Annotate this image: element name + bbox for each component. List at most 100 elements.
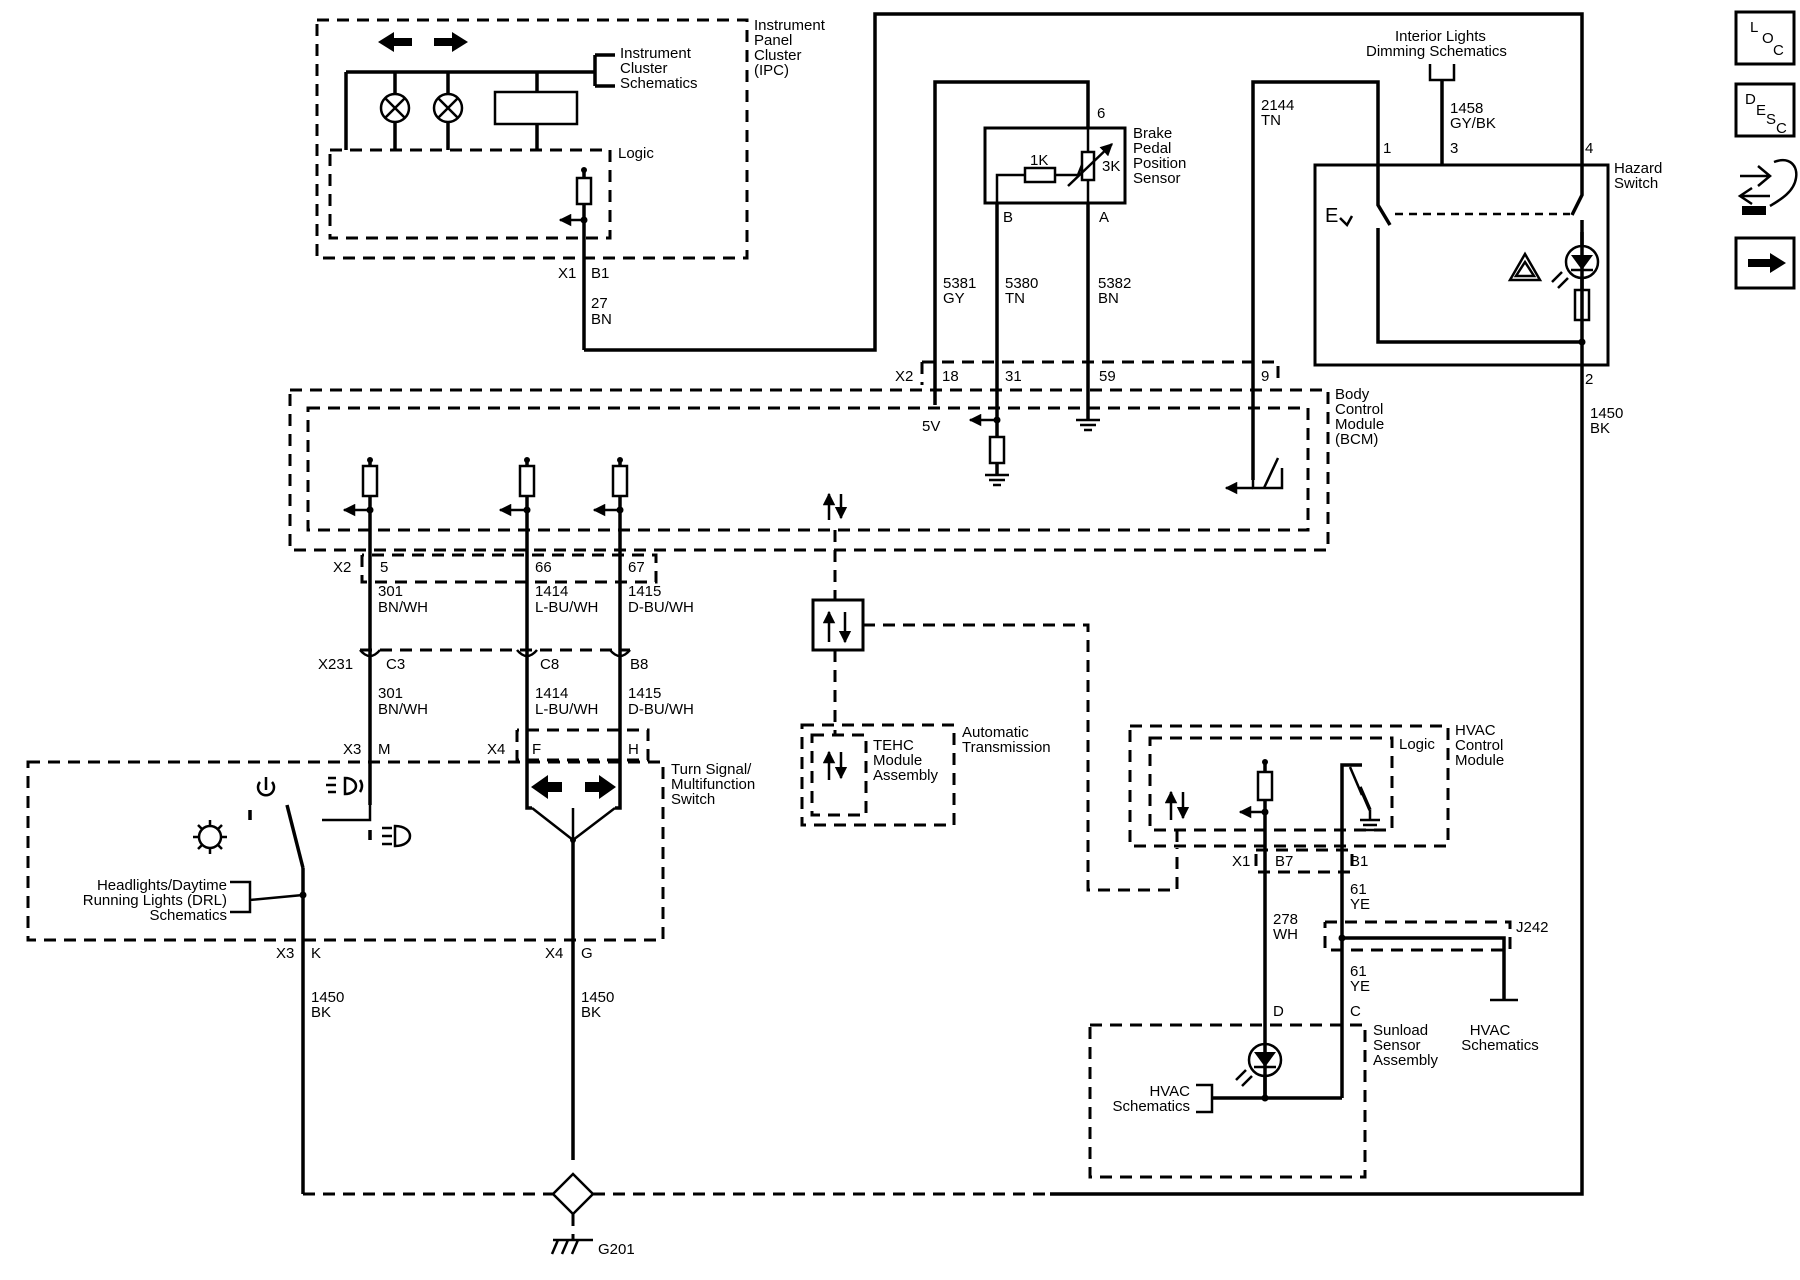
pullup-resistor-icon — [575, 176, 593, 206]
pin-label: 59 — [1099, 368, 1116, 385]
right-arrow-icon — [434, 32, 468, 52]
connector-label: X1 — [1232, 853, 1250, 870]
pin-label: 4 — [1585, 140, 1593, 157]
wire-number: 61 — [1350, 963, 1367, 980]
tehc-module: TEHC Module Assembly Automatic Transmiss… — [800, 530, 1179, 892]
pin-label: 1 — [1383, 140, 1391, 157]
wire-number: 1415 — [628, 685, 661, 702]
connector-label: X3 — [276, 945, 294, 962]
ipc-label: Cluster — [754, 47, 802, 64]
connector-label: X2 — [895, 368, 913, 385]
wire-number: 1414 — [535, 685, 568, 702]
drl-label: Headlights/Daytime — [97, 877, 227, 894]
wire-number: 5382 — [1098, 275, 1131, 292]
wire-color: GY — [943, 290, 965, 307]
wire-number: 5381 — [943, 275, 976, 292]
transmission-label: Transmission — [962, 739, 1051, 756]
hvac-label: HVAC — [1455, 722, 1496, 739]
hvac-schematics-label: HVAC — [1470, 1022, 1511, 1039]
wire-number: 1450 — [1590, 405, 1623, 422]
pin-label: 5 — [380, 559, 388, 576]
serial-data-icon — [811, 598, 865, 652]
wire-color: YE — [1350, 896, 1370, 913]
sensor-label: Brake — [1133, 125, 1172, 142]
location-button[interactable]: L O C — [1734, 10, 1796, 66]
chassis-ground-icon — [550, 1238, 593, 1255]
transmission-label: Automatic — [962, 724, 1029, 741]
tehc-label: TEHC — [873, 737, 914, 754]
wire-color: YE — [1350, 978, 1370, 995]
connector-label: X2 — [333, 559, 351, 576]
loc-letter: L — [1750, 19, 1758, 36]
pin-label: F — [532, 741, 541, 758]
wire-color: BN — [591, 311, 612, 328]
pin-label: A — [1099, 209, 1109, 226]
ipc-schematics-label: Instrument — [620, 45, 692, 62]
low-beam-icon — [326, 776, 364, 796]
pin-label: 18 — [942, 368, 959, 385]
wire-number: 5380 — [1005, 275, 1038, 292]
ipc-label: (IPC) — [754, 62, 789, 79]
wire-color: WH — [1273, 926, 1298, 943]
connector-label: X4 — [487, 741, 505, 758]
wire-number: 2144 — [1261, 97, 1294, 114]
switch-label: Turn Signal/ — [671, 761, 752, 778]
ground-icon — [1360, 810, 1380, 832]
switch-label: Multifunction — [671, 776, 755, 793]
connector-label: X4 — [545, 945, 563, 962]
splice-label: J242 — [1516, 919, 1549, 936]
drl-label: Schematics — [149, 907, 227, 924]
bcm-input-67 — [592, 457, 629, 660]
interior-lights-label: Dimming Schematics — [1366, 43, 1507, 60]
hvac-label: Control — [1455, 737, 1503, 754]
wire-color: BN/WH — [378, 701, 428, 718]
pin-label: 31 — [1005, 368, 1022, 385]
bcm-label: Control — [1335, 401, 1383, 418]
body-control-module: Body Control Module (BCM) X2 18 31 59 9 … — [288, 360, 1384, 660]
wire-number: 301 — [378, 583, 403, 600]
resistor-icon — [1023, 166, 1057, 184]
wire-color: BK — [311, 1004, 331, 1021]
pin-label: B1 — [591, 265, 609, 282]
connector-label: X231 — [318, 656, 353, 673]
sunload-label: Sunload — [1373, 1022, 1428, 1039]
bcm-label: Body — [1335, 386, 1370, 403]
hvac-schematics-label: HVAC — [1149, 1083, 1190, 1100]
voltage-label: 5V — [922, 418, 940, 435]
pin-label: 67 — [628, 559, 645, 576]
pin-label: B — [1003, 209, 1013, 226]
logic-label: Logic — [618, 145, 654, 162]
switch-label: Switch — [671, 791, 715, 808]
bcm-label: (BCM) — [1335, 431, 1378, 448]
wire-number: 301 — [378, 685, 403, 702]
connector-icon[interactable] — [1737, 159, 1798, 215]
pin-label: C8 — [540, 656, 559, 673]
hazard-label: Hazard — [1614, 160, 1662, 177]
right-arrow-icon — [1748, 253, 1786, 273]
wire-number: 1458 — [1450, 100, 1483, 117]
wire-color: GY/BK — [1450, 115, 1496, 132]
brake-pedal-position-sensor: Brake Pedal Position Sensor 6 B A 1K 3K … — [933, 80, 1186, 420]
next-page-button[interactable] — [1734, 236, 1796, 290]
wire-color: BK — [581, 1004, 601, 1021]
sensor-label: Sensor — [1133, 170, 1181, 187]
wire-color: BN — [1098, 290, 1119, 307]
wire-color: L-BU/WH — [535, 701, 598, 718]
wire-color: L-BU/WH — [535, 599, 598, 616]
tehc-label: Assembly — [873, 767, 939, 784]
sensor-label: Position — [1133, 155, 1186, 172]
hvac-schematics-label: Schematics — [1112, 1098, 1190, 1115]
description-button[interactable]: D E S C — [1734, 82, 1796, 138]
wire-number: 27 — [591, 295, 608, 312]
wire-color: TN — [1005, 290, 1025, 307]
logic-label: Logic — [1399, 736, 1435, 753]
bcm-input-66 — [498, 457, 536, 660]
ipc-schematics-label: Schematics — [620, 75, 698, 92]
high-beam-icon — [382, 824, 412, 848]
pin-label: B8 — [630, 656, 648, 673]
sunload-sensor-assembly: Sunload Sensor Assembly D C HVAC Schemat… — [1088, 1003, 1439, 1179]
pin-label: C — [1350, 1003, 1361, 1020]
pin-label: 6 — [1097, 105, 1105, 122]
hazard-triangle-icon — [1507, 251, 1543, 282]
desc-letter: C — [1776, 120, 1787, 137]
